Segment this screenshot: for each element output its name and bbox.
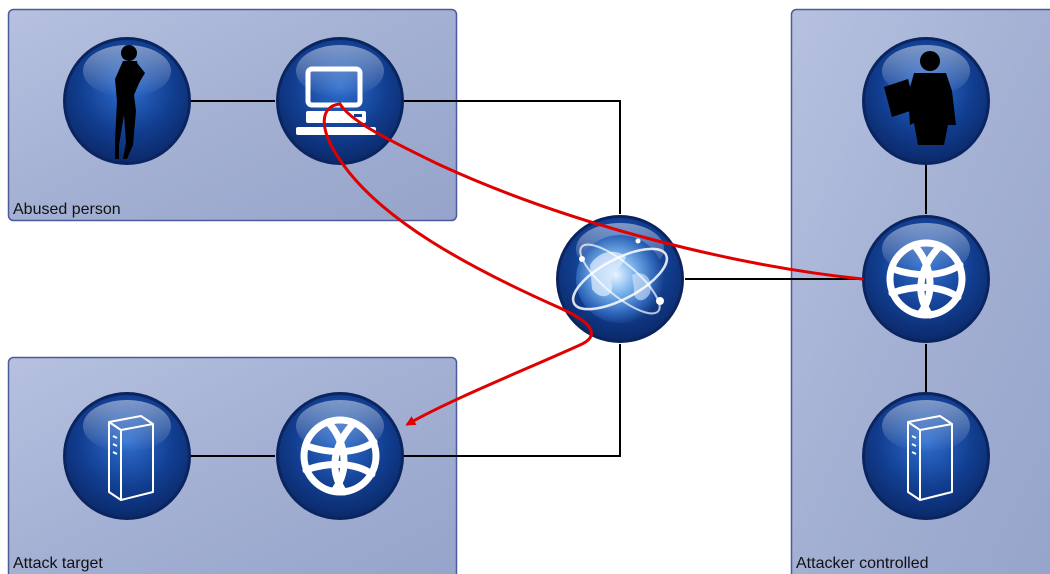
node-abused-computer — [276, 37, 404, 165]
zone-label-abused-person: Abused person — [13, 201, 121, 218]
node-abused-person — [63, 37, 191, 165]
attack-path — [322, 102, 864, 426]
node-attacker-web — [862, 215, 990, 343]
zone-label-attacker-controlled: Attacker controlled — [796, 555, 929, 572]
node-internet — [556, 215, 684, 343]
node-attacker-server — [862, 392, 990, 520]
link-internet-target-web — [403, 344, 621, 457]
network-links — [190, 100, 927, 457]
link-computer-internet — [404, 100, 621, 214]
node-attacker-person — [862, 37, 990, 165]
node-target-web — [276, 392, 404, 520]
zone-label-attack-target: Attack target — [13, 555, 103, 572]
attack-path-attacker-to-victim — [338, 102, 864, 281]
node-target-server — [63, 392, 191, 520]
man-with-laptop-icon — [884, 51, 956, 145]
attack-path-victim-to-target — [322, 102, 593, 426]
woman-silhouette-icon — [115, 45, 145, 159]
globe-icon — [571, 235, 669, 323]
